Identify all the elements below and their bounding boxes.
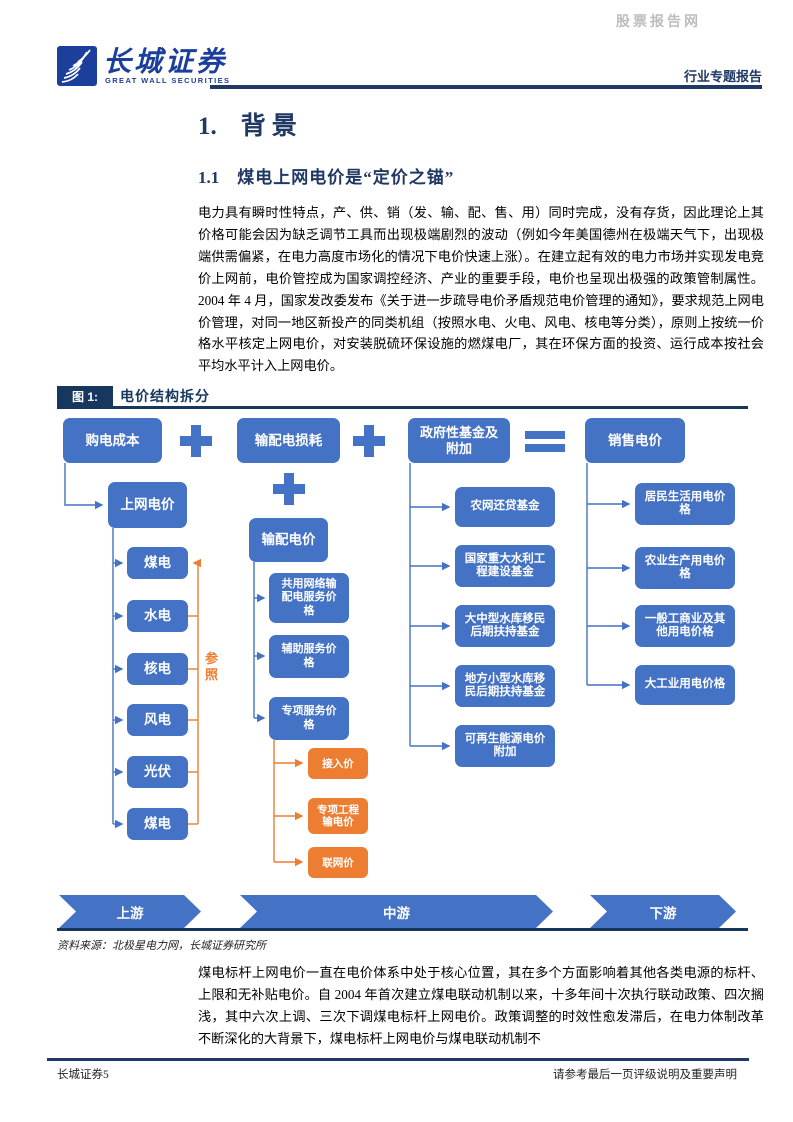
plus-icon <box>180 425 212 457</box>
node-nuclear-power: 核电 <box>127 653 188 685</box>
node-sale-price: 销售电价 <box>585 418 685 463</box>
flow-midstream: 中游 <box>240 895 553 928</box>
node-td-price: 输配电价 <box>249 518 328 562</box>
footer-disclaimer: 请参考最后一页评级说明及重要声明 <box>553 1069 737 1081</box>
figure-caption-rule <box>57 406 748 409</box>
node-water-project-fund: 国家重大水利工程建设基金 <box>455 545 555 587</box>
report-type-label: 行业专题报告 <box>683 69 762 84</box>
figure-bottom-rule <box>57 928 748 931</box>
connector-lines <box>64 463 631 867</box>
plus-icon <box>353 425 385 457</box>
node-special-service-price: 专项服务价格 <box>269 697 349 740</box>
node-transmission-loss: 输配电损耗 <box>237 418 340 463</box>
node-government-funds: 政府性基金及附加 <box>408 418 510 463</box>
node-special-project-price: 专项工程输电价 <box>308 798 368 834</box>
node-wind-power: 风电 <box>127 704 188 736</box>
node-solar-power: 光伏 <box>127 756 188 788</box>
greatwall-logo-icon <box>57 46 97 86</box>
node-hydro-power: 水电 <box>127 600 188 632</box>
node-ongrid-price: 上网电价 <box>108 482 187 528</box>
section-title: 1. 背景 <box>198 106 303 142</box>
flow-upstream: 上游 <box>59 895 201 928</box>
node-commercial-price: 一般工商业及其他用电价格 <box>635 605 735 647</box>
equals-icon <box>525 431 565 452</box>
figure-caption: 电价结构拆分 <box>120 388 210 404</box>
node-rural-grid-fund: 农网还贷基金 <box>455 487 555 527</box>
site-watermark: 股票报告网 <box>616 13 701 29</box>
node-large-reservoir-fund: 大中型水库移民后期扶持基金 <box>455 605 555 647</box>
plus-icon <box>273 473 305 505</box>
node-shared-network-price: 共用网络输配电服务价格 <box>269 573 349 623</box>
node-coal-power: 煤电 <box>127 547 188 579</box>
subsection-title: 1.1 煤电上网电价是“定价之锚” <box>198 163 454 188</box>
footer-divider <box>47 1058 749 1061</box>
node-coal-power-2: 煤电 <box>127 808 188 840</box>
subsection-number: 1.1 <box>198 168 220 187</box>
node-purchase-cost: 购电成本 <box>63 418 162 463</box>
node-residential-price: 居民生活用电价格 <box>635 483 735 525</box>
node-large-industry-price: 大工业用电价格 <box>635 665 735 705</box>
node-access-price: 接入价 <box>308 748 368 779</box>
figure-tag: 图 1: <box>57 386 113 407</box>
node-renewable-surcharge: 可再生能源电价附加 <box>455 725 555 767</box>
header-divider <box>210 85 762 89</box>
reference-label: 参照 <box>205 651 219 682</box>
flow-downstream: 下游 <box>590 895 736 928</box>
footer-page-label: 长城证券5 <box>57 1069 109 1081</box>
section-number: 1. <box>198 113 217 140</box>
logo-company-name: 长城证券 <box>103 47 228 78</box>
body-paragraph-2: 煤电标杆上网电价一直在电价体系中处于核心位置，其在多个方面影响着其他各类电源的标… <box>198 965 764 1046</box>
figure-source: 资料来源：北极星电力网，长城证券研究所 <box>57 940 266 952</box>
logo-company-subtitle: GREAT WALL SECURITIES <box>105 76 231 85</box>
section-title-text: 背景 <box>240 113 303 140</box>
subsection-title-text: 煤电上网电价是“定价之锚” <box>237 168 455 187</box>
node-ancillary-service-price: 辅助服务价格 <box>269 635 349 678</box>
body-paragraph-1: 电力具有瞬时性特点，产、供、销（发、输、配、售、用）同时完成，没有存货，因此理论… <box>198 205 764 374</box>
price-structure-diagram: 购电成本 输配电损耗 政府性基金及附加 销售电价 上网电价 煤电 水电 核电 风… <box>50 408 750 953</box>
node-interconnection-price: 联网价 <box>308 847 368 878</box>
node-agricultural-price: 农业生产用电价格 <box>635 547 735 589</box>
node-local-reservoir-fund: 地方小型水库移民后期扶持基金 <box>455 665 555 707</box>
